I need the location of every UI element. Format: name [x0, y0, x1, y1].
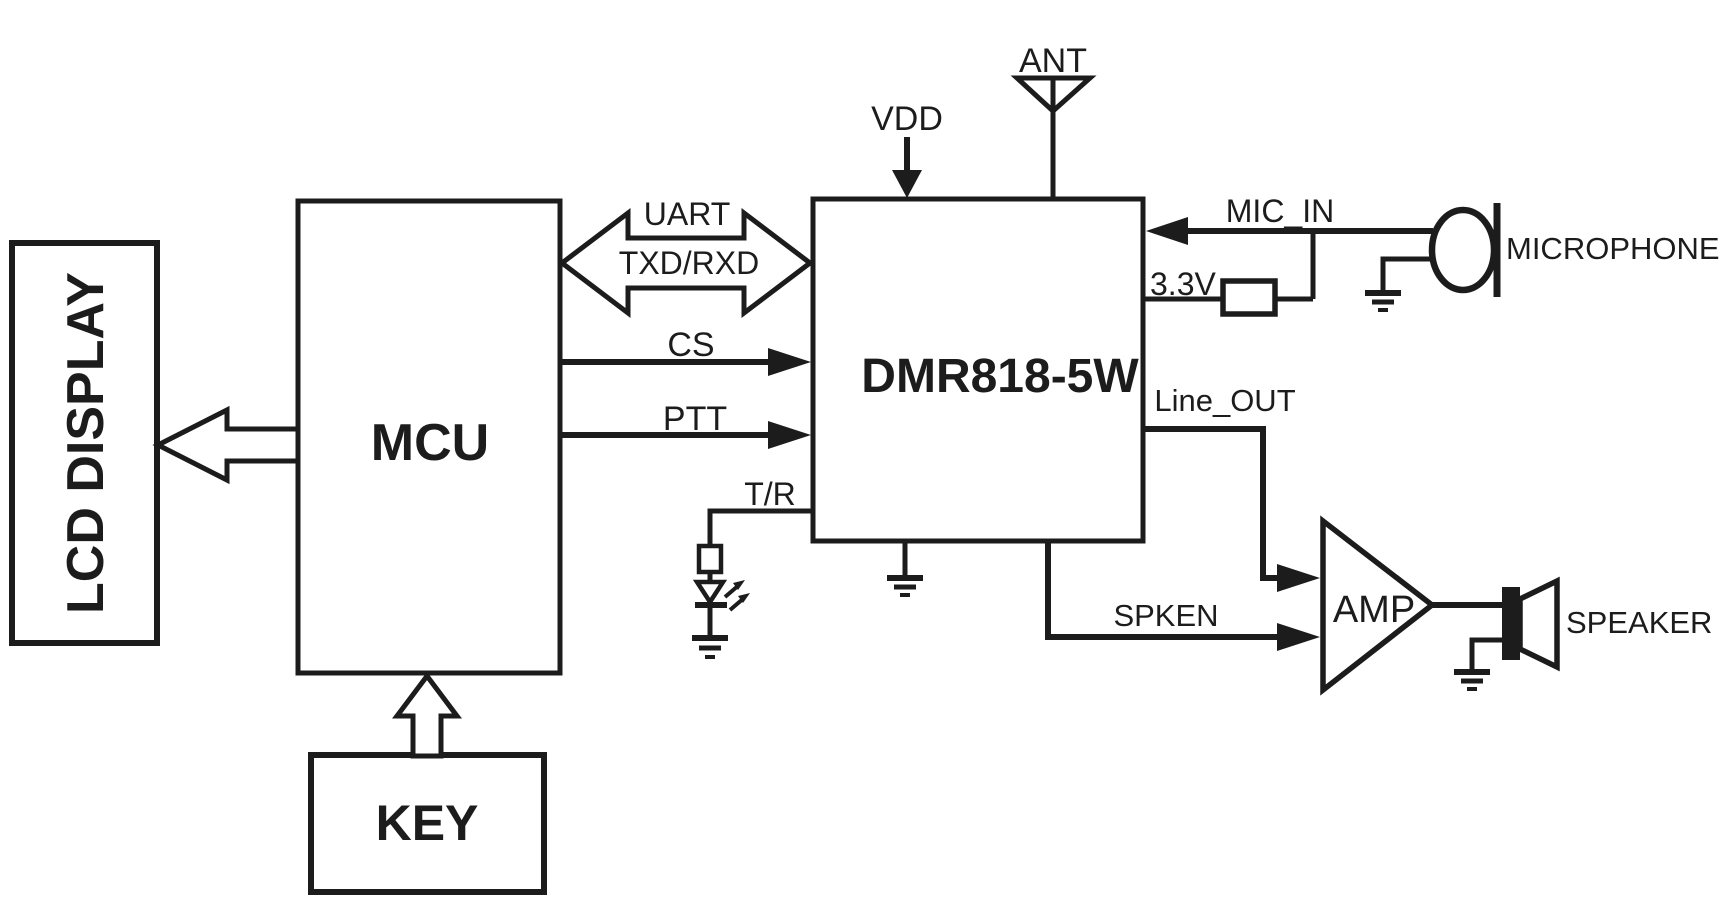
speaker-ground-wire: [1469, 637, 1502, 671]
lcd-display-label: LCD DISPLAY: [57, 272, 115, 614]
led-triangle-icon: [692, 579, 728, 607]
key-to-mcu-arrow-icon: [392, 671, 462, 759]
amplifier-triangle-icon: [1320, 515, 1437, 696]
vdd-connection: VDD: [871, 100, 943, 198]
line-out-label: Line_OUT: [1154, 383, 1295, 418]
tr-label: T/R: [744, 476, 796, 512]
supply-3v3-label: 3.3V: [1150, 266, 1216, 302]
led-resistor-icon: [696, 543, 724, 575]
mic-in-arrowhead-icon: [1146, 217, 1188, 245]
ptt-arrowhead-icon: [768, 421, 811, 449]
mcu-block: MCU: [295, 198, 563, 676]
speaker-label: SPEAKER: [1566, 605, 1712, 640]
speaker-cone-icon: [1517, 576, 1560, 672]
bias-resistor-icon: [1220, 278, 1278, 317]
ptt-connection: PTT: [560, 400, 811, 449]
ant-label: ANT: [1019, 42, 1087, 80]
ptt-label: PTT: [663, 400, 727, 438]
key-label: KEY: [376, 795, 479, 851]
vdd-arrowhead-icon: [892, 170, 922, 198]
spken-wire: [1045, 543, 1278, 640]
spken-connection: SPKEN: [1045, 543, 1320, 651]
lcd-display-box: [9, 240, 160, 646]
mcu-to-lcd-arrow-icon: [152, 405, 301, 485]
dmr-module-label: DMR818-5W: [861, 350, 1139, 403]
line-out-wire: [1143, 426, 1278, 581]
line-out-arrowhead-icon: [1277, 564, 1320, 592]
key-block: KEY: [308, 752, 547, 895]
line-out-connection: Line_OUT: [1143, 383, 1320, 592]
dmr-module-block: DMR818-5W: [810, 196, 1146, 544]
lcd-display-block: LCD DISPLAY: [9, 240, 160, 646]
dmr-ground-icon: [887, 575, 923, 597]
dmr-module-box: [810, 196, 1146, 544]
microphone-ground-icon: [1365, 290, 1401, 312]
microphone-ground-wire: [1380, 256, 1434, 292]
amplifier-block: AMP: [1320, 515, 1437, 696]
microphone-device: MICROPHONE: [1365, 203, 1720, 312]
mcu-box: [295, 198, 563, 676]
amplifier-label: AMP: [1333, 589, 1415, 631]
microphone-label: MICROPHONE: [1506, 231, 1720, 266]
vdd-label: VDD: [871, 100, 943, 138]
ant-connection: ANT: [1010, 42, 1097, 198]
tr-led-branch: T/R: [692, 476, 813, 659]
speaker-ground-icon: [1454, 669, 1490, 691]
tr-wire: [707, 508, 813, 546]
cs-connection: CS: [560, 326, 811, 376]
mic-in-connection: MIC_IN 3.3V: [1143, 193, 1433, 317]
microphone-icon: [1428, 206, 1498, 294]
uart-double-arrow-icon: [557, 207, 815, 319]
dmr-ground-branch: [887, 541, 923, 597]
led-ground-icon: [692, 635, 728, 659]
antenna-icon: [1010, 75, 1097, 115]
mcu-label: MCU: [371, 414, 489, 472]
uart-connection: UART TXD/RXD: [557, 196, 815, 319]
spken-arrowhead-icon: [1277, 623, 1320, 651]
uart-label: UART: [644, 196, 731, 232]
speaker-device: SPEAKER: [1432, 576, 1712, 691]
spken-label: SPKEN: [1113, 598, 1218, 633]
cs-arrowhead-icon: [768, 348, 811, 376]
led-emission-arrows-icon: [723, 580, 750, 612]
mic-in-label: MIC_IN: [1226, 193, 1334, 229]
cs-label: CS: [667, 326, 714, 364]
speaker-body-icon: [1502, 587, 1520, 660]
txd-rxd-label: TXD/RXD: [619, 245, 759, 281]
